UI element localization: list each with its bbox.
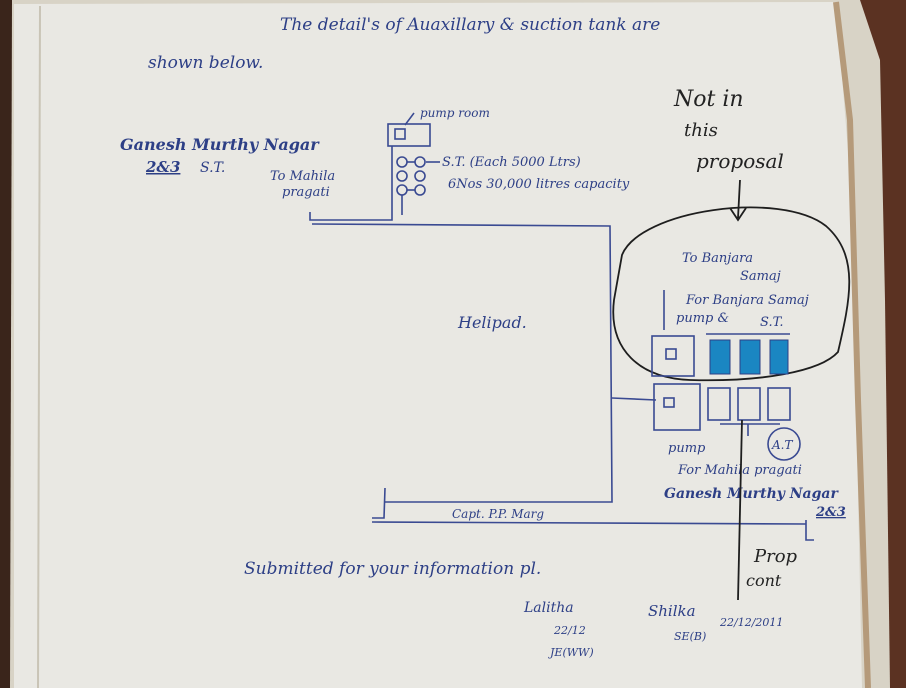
not-in-note: Not in	[673, 87, 744, 112]
left-st-label: S.T.	[200, 160, 225, 176]
pump-label: pump	[668, 441, 706, 456]
ganesh2-label: Ganesh Murthy Nagar	[664, 486, 839, 502]
sig2-title: SE(B)	[674, 630, 706, 643]
left-place-sub: 2&3	[145, 158, 180, 176]
to-banjara-label: To Banjara	[682, 251, 753, 266]
heading-line-2: shown below.	[148, 53, 263, 73]
st2-label: S.T.	[760, 315, 783, 330]
proposal-note: proposal	[696, 149, 784, 173]
pump-room-label: pump room	[420, 106, 490, 120]
this-note: this	[684, 120, 718, 141]
banjara-tank-3	[770, 340, 788, 374]
banjara-tank-2	[740, 340, 760, 374]
at-label: A.T	[771, 438, 793, 452]
sig2-date: 22/12/2011	[719, 616, 783, 629]
sig1-date: 22/12	[553, 624, 586, 637]
st-each-label: S.T. (Each 5000 Ltrs)	[442, 155, 581, 170]
heading-line-1: The detail's of Auaxillary & suction tan…	[280, 15, 660, 35]
for-mahila-label: For Mahila pragati	[677, 463, 802, 478]
pump-and-label: pump &	[676, 311, 729, 326]
ganesh2-sub: 2&3	[815, 505, 846, 520]
road-label: Capt. P.P. Marg	[452, 507, 544, 521]
helipad-label: Helipad.	[457, 313, 527, 332]
capacity-label: 6Nos 30,000 litres capacity	[448, 177, 630, 192]
submitted-line: Submitted for your information pl.	[244, 559, 541, 579]
for-banjara-label: For Banjara Samaj	[685, 293, 809, 308]
sig1-name: Lalitha	[523, 600, 574, 616]
banjara-tank-1	[710, 340, 730, 374]
sig2-name: Shilka	[648, 602, 696, 620]
cont-note: cont	[746, 571, 782, 590]
to-mahila-label: To Mahila	[270, 169, 335, 184]
samaj-label: Samaj	[740, 269, 781, 284]
prop-note: Prop	[753, 546, 798, 567]
sig1-title: JE(WW)	[548, 646, 594, 659]
pragati-label: pragati	[282, 185, 330, 200]
left-place-label: Ganesh Murthy Nagar	[120, 135, 320, 154]
